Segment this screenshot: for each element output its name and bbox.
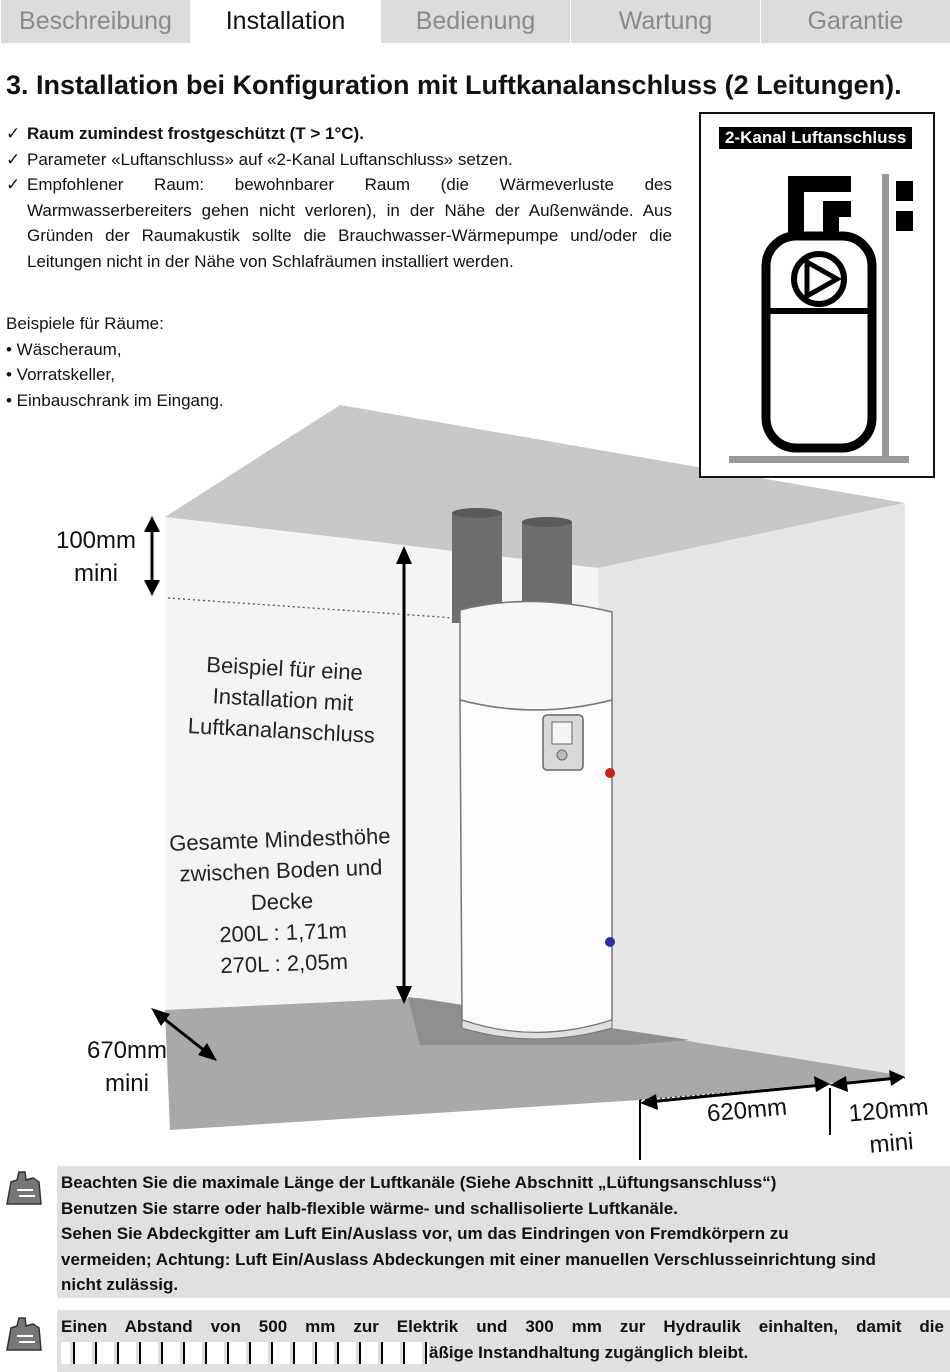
- example-caption: Beispiel für eine Installation mit Luftk…: [187, 651, 376, 748]
- ceiling: [165, 405, 905, 568]
- checkmark-icon: ✓: [6, 124, 21, 143]
- redacted-block: [61, 1342, 429, 1365]
- dim-top-clearance: 100mm mini: [55, 527, 137, 587]
- tab-wartung[interactable]: Wartung: [570, 0, 760, 43]
- tab-garantie[interactable]: Garantie: [760, 0, 950, 43]
- min-height-caption: Gesamte Mindesthöhe zwischen Boden und D…: [168, 823, 391, 979]
- tab-beschreibung[interactable]: Beschreibung: [0, 0, 190, 43]
- list-item: ✓ Raum zumindest frostgeschützt (T > 1°C…: [6, 121, 672, 147]
- checkmark-icon: ✓: [6, 175, 21, 194]
- heat-pump-unit: [459, 600, 615, 1040]
- warning-hand-icon: [6, 1171, 42, 1205]
- two-duct-pictogram-icon: [729, 174, 913, 463]
- notice-ducts: Beachten Sie die maximale Länge der Luft…: [57, 1166, 950, 1298]
- list-item: ✓ Parameter «Luftanschluss» auf «2-Kanal…: [6, 147, 672, 173]
- list-item: ✓ Empfohlener Raum: bewohnbarer Raum (di…: [6, 172, 672, 274]
- tab-bedienung[interactable]: Bedienung: [380, 0, 570, 43]
- hot-water-connector: [605, 768, 615, 778]
- dim-left-clearance: 670mm mini: [86, 1037, 168, 1097]
- checkmark-icon: ✓: [6, 149, 21, 169]
- page-title: 3. Installation bei Konfiguration mit Lu…: [6, 70, 902, 100]
- dim-side-clearance: 120mm mini: [847, 1093, 930, 1159]
- notice-clearance: Einen Abstand von 500 mm zur Elektrik un…: [57, 1310, 950, 1372]
- examples-heading: Beispiele für Räume:: [6, 314, 164, 333]
- installation-illustration: [144, 405, 906, 1160]
- right-wall: [598, 503, 905, 1076]
- list-item: • Vorratskeller,: [6, 365, 115, 384]
- floor: [165, 998, 905, 1130]
- list-item: • Einbauschrank im Eingang.: [6, 390, 224, 410]
- tab-bar: Beschreibung Installation Bedienung Wart…: [0, 0, 950, 43]
- config-pictogram: 2-Kanal Luftanschluss: [699, 112, 935, 478]
- room-examples: Beispiele für Räume: • Wäscheraum, • Vor…: [6, 311, 224, 413]
- list-item: • Wäscheraum,: [6, 339, 122, 359]
- tab-installation[interactable]: Installation: [190, 0, 380, 43]
- warning-hand-icon: [6, 1317, 42, 1351]
- cold-water-connector: [605, 937, 615, 947]
- requirements-list: ✓ Raum zumindest frostgeschützt (T > 1°C…: [6, 121, 672, 274]
- config-label: 2-Kanal Luftanschluss: [719, 127, 913, 149]
